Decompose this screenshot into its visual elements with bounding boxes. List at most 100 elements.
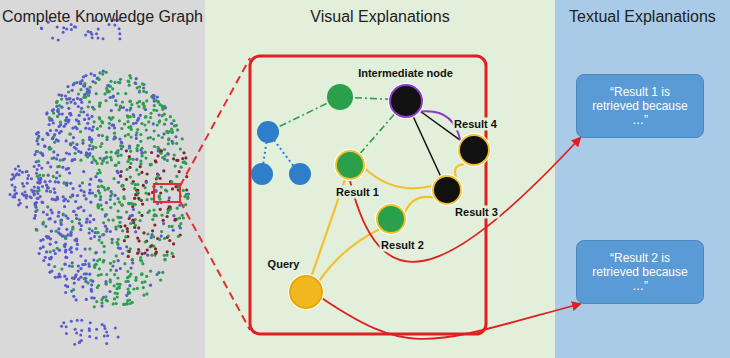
graph-dot [79, 98, 82, 101]
graph-dot [23, 194, 26, 197]
graph-dot [131, 258, 134, 261]
graph-dot [171, 252, 174, 255]
graph-dot [48, 123, 51, 126]
graph-dot [123, 239, 126, 242]
graph-dot [34, 202, 37, 205]
graph-dot [134, 223, 137, 226]
graph-dot [88, 191, 91, 194]
graph-dot [63, 275, 66, 278]
graph-dot [67, 199, 70, 202]
graph-dot [100, 241, 103, 244]
graph-dot [108, 290, 111, 293]
graph-dot [64, 249, 67, 252]
graph-dot [53, 191, 56, 194]
graph-dot [106, 84, 109, 87]
graph-dot [129, 125, 132, 128]
graph-dot [135, 137, 138, 140]
graph-dot [44, 256, 47, 259]
graph-dot [40, 201, 43, 204]
graph-dot [11, 183, 14, 186]
graph-dot [41, 185, 44, 188]
graph-dot [68, 248, 71, 251]
graph-dot [35, 229, 38, 232]
result-node: Result 2 [376, 204, 406, 234]
graph-dot [171, 187, 174, 190]
graph-dot [144, 151, 147, 154]
graph-dot [50, 119, 53, 122]
graph-dot [118, 81, 121, 84]
graph-dot [124, 134, 127, 137]
graph-dot [65, 325, 68, 328]
graph-dot [184, 156, 187, 159]
zoom-line [180, 58, 250, 186]
graph-dot [160, 185, 163, 188]
graph-dot [91, 36, 94, 39]
graph-dot [139, 219, 142, 222]
graph-dot [60, 106, 63, 109]
graph-dot [77, 120, 80, 123]
graph-dot [120, 154, 123, 157]
graph-dot [21, 171, 24, 174]
graph-dot [124, 224, 127, 227]
graph-dot [153, 104, 156, 107]
graph-dot [185, 193, 188, 196]
graph-dot [80, 224, 83, 227]
graph-dot [96, 127, 99, 130]
graph-dot [55, 176, 58, 179]
graph-dot [72, 210, 75, 213]
graph-dot [60, 223, 63, 226]
graph-dot [119, 267, 122, 270]
graph-dot [83, 190, 86, 193]
graph-dot [19, 202, 22, 205]
graph-dot [129, 273, 132, 276]
graph-dot [132, 113, 135, 116]
graph-dot [142, 102, 145, 105]
graph-dot [84, 280, 87, 283]
graph-dot [83, 93, 86, 96]
graph-dot [138, 90, 141, 93]
graph-dot [116, 276, 119, 279]
graph-dot [156, 172, 159, 175]
graph-dot [36, 209, 39, 212]
graph-dot [98, 179, 101, 182]
graph-dot [124, 303, 127, 306]
graph-dot [131, 262, 134, 265]
graph-dot [67, 90, 70, 93]
graph-dot [141, 281, 144, 284]
graph-dot [104, 295, 107, 298]
graph-dot [60, 325, 63, 328]
graph-dot [125, 245, 128, 248]
graph-dot [159, 191, 162, 194]
graph-dot [176, 159, 179, 162]
graph-dot [128, 155, 131, 158]
graph-dot [176, 128, 179, 131]
graph-dot [127, 80, 130, 83]
graph-dot [65, 28, 68, 31]
graph-dot [83, 277, 86, 280]
graph-dot [103, 245, 106, 248]
graph-dot [92, 145, 95, 148]
graph-dot [45, 112, 48, 115]
graph-dot [136, 183, 139, 186]
graph-dot [94, 263, 97, 266]
graph-dot [138, 85, 141, 88]
graph-dot [91, 229, 94, 232]
graph-dot [174, 165, 177, 168]
graph-dot [39, 151, 42, 154]
graph-dot [65, 98, 68, 101]
graph-dot [49, 190, 52, 193]
graph-dot [123, 122, 126, 125]
graph-dot [162, 219, 165, 222]
graph-dot [127, 133, 130, 136]
graph-dot [98, 101, 101, 104]
graph-dot [167, 153, 170, 156]
graph-dot [116, 215, 119, 218]
graph-dot [54, 198, 57, 201]
graph-link [361, 115, 395, 154]
graph-dot [158, 238, 161, 241]
graph-dot [158, 198, 161, 201]
text-panel-ground [555, 0, 730, 358]
graph-dot [62, 158, 65, 161]
graph-dot [89, 86, 92, 89]
graph-dot [137, 226, 140, 229]
